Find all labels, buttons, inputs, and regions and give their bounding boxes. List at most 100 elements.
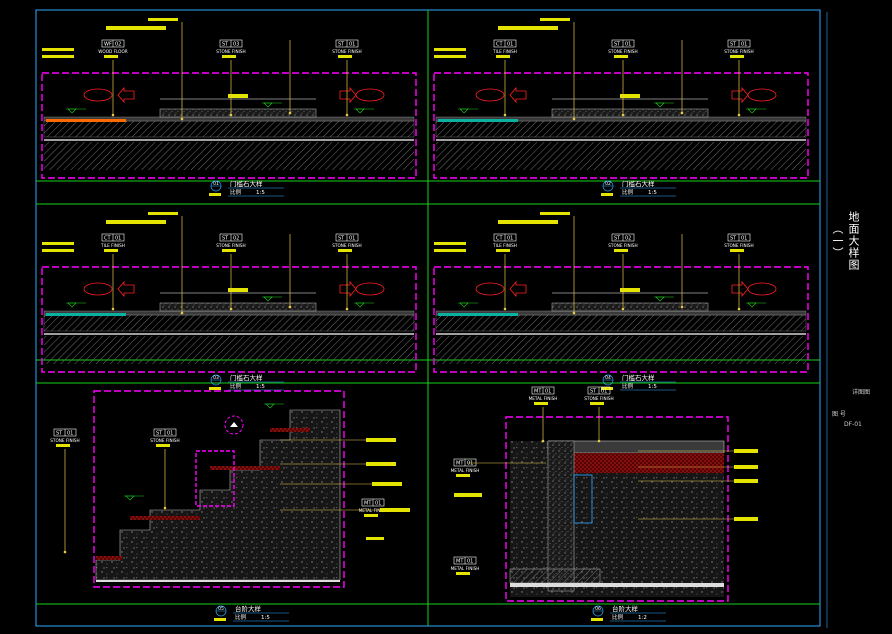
material-tag-name: STONE FINISH — [724, 49, 753, 54]
section-boundary — [505, 416, 729, 602]
material-tag-name: STONE FINISH — [608, 49, 637, 54]
note-bar — [540, 18, 570, 21]
detail-scale-label: 比例 — [230, 382, 242, 390]
detail-number: 04 — [605, 375, 611, 381]
leader-dot — [737, 307, 741, 311]
material-tag-code: ST — [730, 236, 737, 242]
bedding-layer — [548, 453, 724, 473]
threshold-stone — [159, 108, 317, 118]
stone-riser — [547, 440, 575, 592]
material-tag-code: ST — [222, 236, 229, 242]
direction-arrow — [509, 280, 527, 298]
material-tag-name: METAL FINISH — [529, 396, 558, 401]
note-bar — [338, 249, 352, 252]
note-bar — [104, 55, 118, 58]
detail-number: 02 — [605, 181, 611, 187]
level-marker — [655, 102, 665, 108]
note-bar — [601, 387, 613, 390]
level-marker — [67, 108, 77, 114]
note-bar — [454, 493, 482, 497]
note-bar — [614, 55, 628, 58]
callout-arrow — [230, 422, 238, 427]
material-tag-number: 01 — [601, 389, 607, 395]
material-tag-code: CT — [104, 236, 111, 242]
detail-scale-label: 比例 — [622, 188, 634, 196]
leader-dot — [503, 307, 507, 311]
leader-dot — [572, 311, 576, 315]
note-bar — [209, 193, 221, 196]
detail-scale: 1:5 — [648, 190, 657, 196]
level-marker — [747, 302, 757, 308]
direction-arrow — [117, 280, 135, 298]
material-tag-code: ST — [590, 389, 597, 395]
material-tag-code: ST — [338, 42, 345, 48]
material-tag-name: TILE FINISH — [100, 243, 125, 248]
material-tag-number: 01 — [167, 431, 173, 437]
area-marker — [747, 282, 777, 296]
leader-dot — [597, 439, 601, 443]
section-boundary — [433, 72, 809, 179]
note-bar — [734, 449, 758, 453]
detail-callout — [224, 415, 244, 435]
bedding-layer — [96, 556, 122, 560]
level-marker — [459, 108, 469, 114]
material-tag-name: STONE FINISH — [332, 49, 361, 54]
level-marker — [67, 302, 77, 308]
note-bar — [614, 249, 628, 252]
material-tag-number: 01 — [115, 236, 121, 242]
material-tag-number: 02 — [625, 236, 631, 242]
detail-scale-label: 比例 — [622, 382, 634, 390]
ground-line — [510, 583, 724, 587]
adjacent-finish — [438, 313, 518, 316]
detail-title: 门槛石大样 — [230, 373, 263, 382]
detail-scale: 1:2 — [638, 615, 647, 621]
substrate — [44, 336, 414, 364]
adjacent-finish — [46, 119, 126, 122]
material-tag-number: 01 — [67, 431, 73, 437]
threshold-stone — [551, 302, 709, 312]
leader-dot — [541, 439, 545, 443]
note-bar — [42, 55, 74, 58]
note-bar — [496, 55, 510, 58]
note-bar — [214, 618, 226, 621]
adjacent-finish — [438, 119, 518, 122]
material-tag-code: MT — [456, 461, 464, 467]
note-bar — [434, 249, 466, 252]
material-tag-name: STONE FINISH — [216, 243, 245, 248]
leader-dot — [680, 111, 684, 115]
metal-channel — [573, 474, 593, 524]
material-tag-code: ST — [56, 431, 63, 437]
material-tag-code: CT — [496, 236, 503, 242]
material-tag-name: STONE FINISH — [332, 243, 361, 248]
note-bar — [156, 444, 170, 447]
note-bar — [730, 55, 744, 58]
section-boundary — [41, 266, 417, 373]
material-tag-code: CT — [496, 42, 503, 48]
material-tag-number: 01 — [375, 501, 381, 507]
note-bar — [338, 55, 352, 58]
leader-dot — [680, 305, 684, 309]
section-boundary — [93, 390, 345, 588]
material-tag-number: 01 — [741, 236, 747, 242]
level-marker — [355, 302, 365, 308]
note-bar — [734, 517, 758, 521]
material-tag-number: 01 — [467, 461, 473, 467]
note-bar — [42, 242, 74, 245]
leader-dot — [345, 307, 349, 311]
screed-layer — [435, 314, 807, 332]
detail-number: 03 — [213, 375, 219, 381]
leader-dot — [180, 311, 184, 315]
detail-number: 06 — [595, 606, 601, 612]
material-tag-number: 01 — [741, 42, 747, 48]
note-bar — [104, 249, 118, 252]
note-bar — [366, 462, 396, 466]
material-tag-number: 01 — [467, 559, 473, 565]
level-marker — [125, 495, 135, 501]
